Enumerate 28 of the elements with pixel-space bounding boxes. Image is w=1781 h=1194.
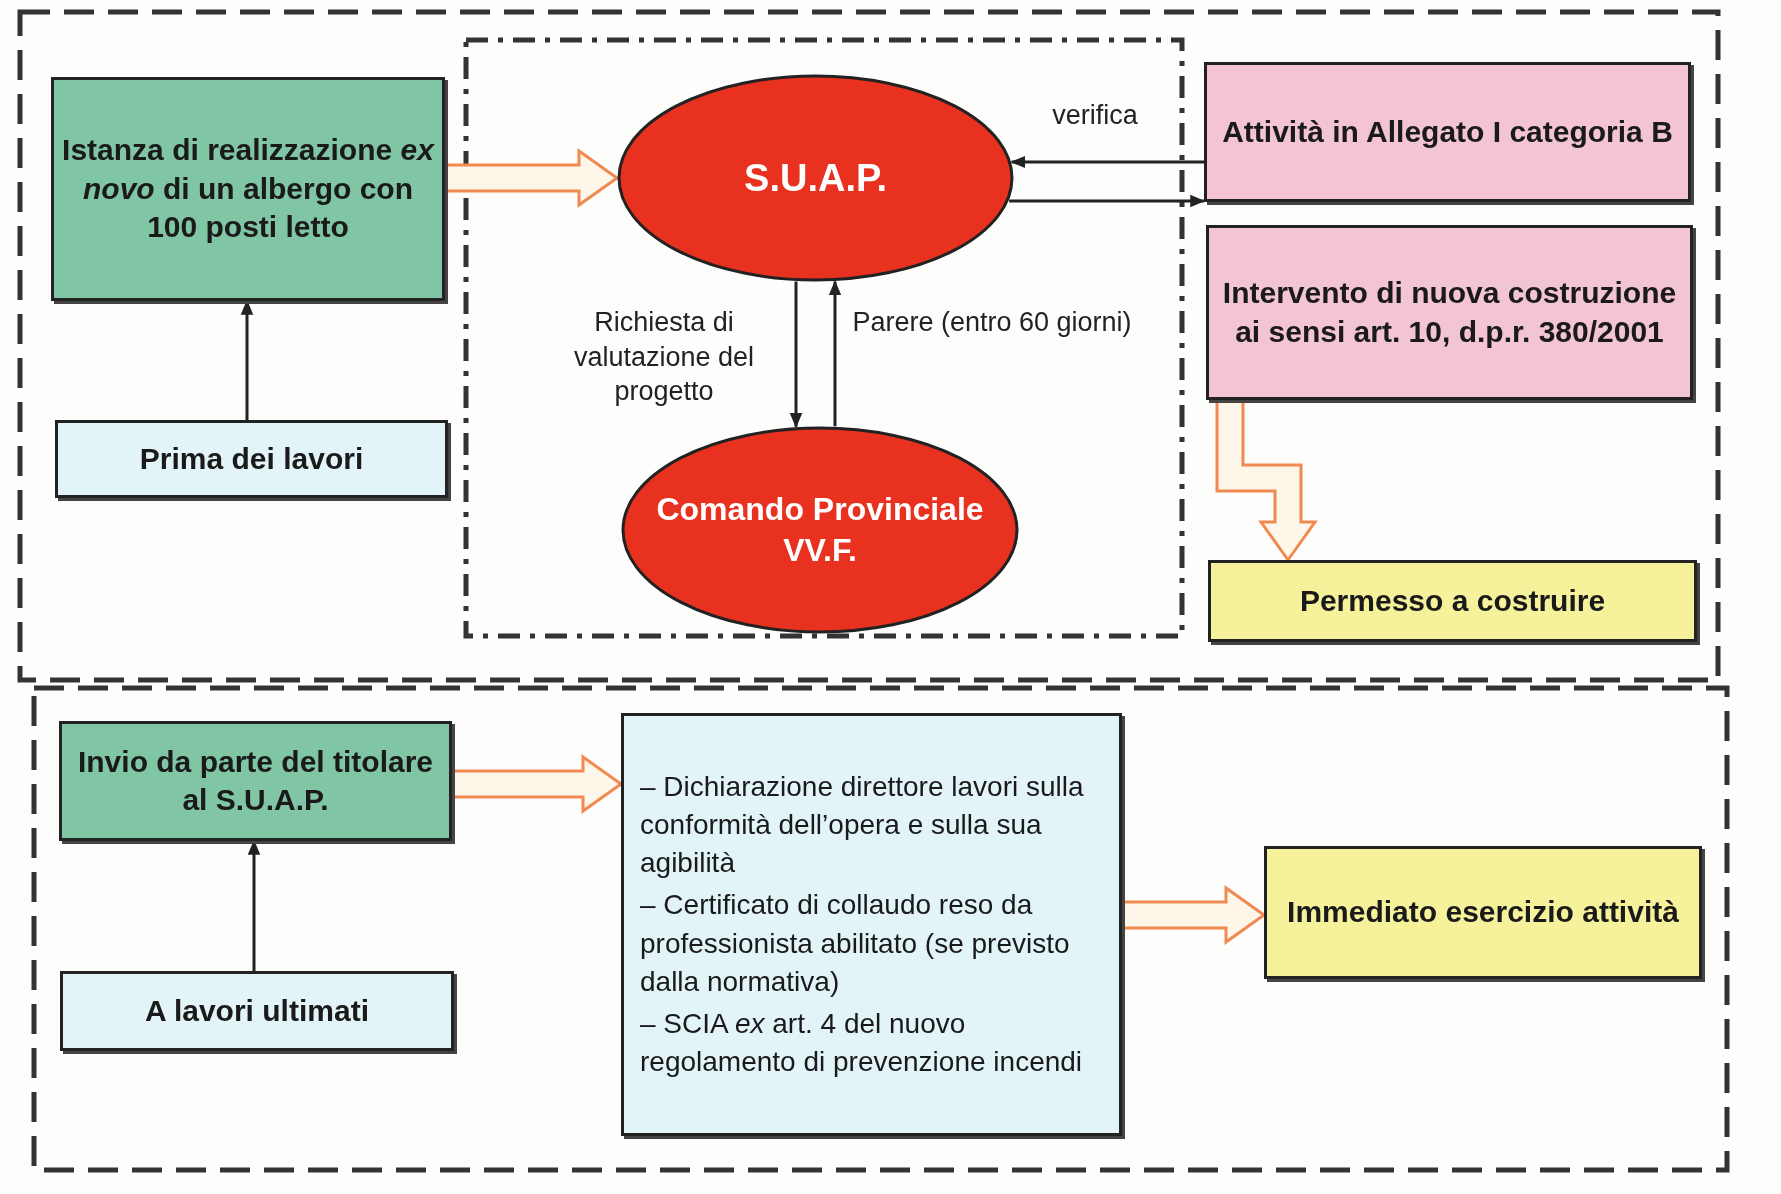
node-label: Prima dei lavori (138, 440, 365, 477)
process-box (1264, 846, 1702, 979)
ellipse-node (617, 74, 1014, 282)
node-label: Comando Provinciale VV.F. (655, 490, 985, 570)
node-label: Intervento di nuova costruzione ai sensi art. 10, d.p.r. 380/2001 (1221, 275, 1678, 350)
node-label: Invio da parte del titolare al S.U.A.P. (76, 743, 435, 818)
node-label: Permesso a costruire (1298, 582, 1607, 619)
process-box (59, 721, 452, 841)
process-box (1206, 225, 1693, 400)
list-item: – Certificato di collaudo reso da professionista abilitato (se previsto dalla normativa) (640, 888, 1071, 999)
process-box (55, 420, 448, 498)
node-label: Immediato esercizio attività (1286, 894, 1680, 931)
process-box (1204, 62, 1691, 202)
arrow (1009, 194, 1206, 208)
process-box (1208, 560, 1697, 642)
node-label: Attività in Allegato I categoria B (1221, 113, 1674, 150)
ellipse-node (621, 426, 1019, 634)
node-label: S.U.A.P. (743, 155, 888, 201)
process-box (51, 77, 445, 301)
list-item: – SCIA ex art. 4 del nuovo regolamento di prevenzione incendi (640, 1006, 1084, 1079)
node-label: Istanza di realizzazione ex novo di un albergo con 100 posti letto (61, 132, 436, 246)
arrow (789, 281, 803, 429)
list-box (621, 713, 1122, 1136)
node-label: A lavori ultimati (144, 992, 370, 1029)
arrow (1010, 155, 1204, 169)
process-box (60, 971, 454, 1051)
arrow (828, 280, 842, 427)
list-item: – Dichiarazione direttore lavori sulla conformità dell’opera e sulla sua agibilità (640, 770, 1085, 881)
